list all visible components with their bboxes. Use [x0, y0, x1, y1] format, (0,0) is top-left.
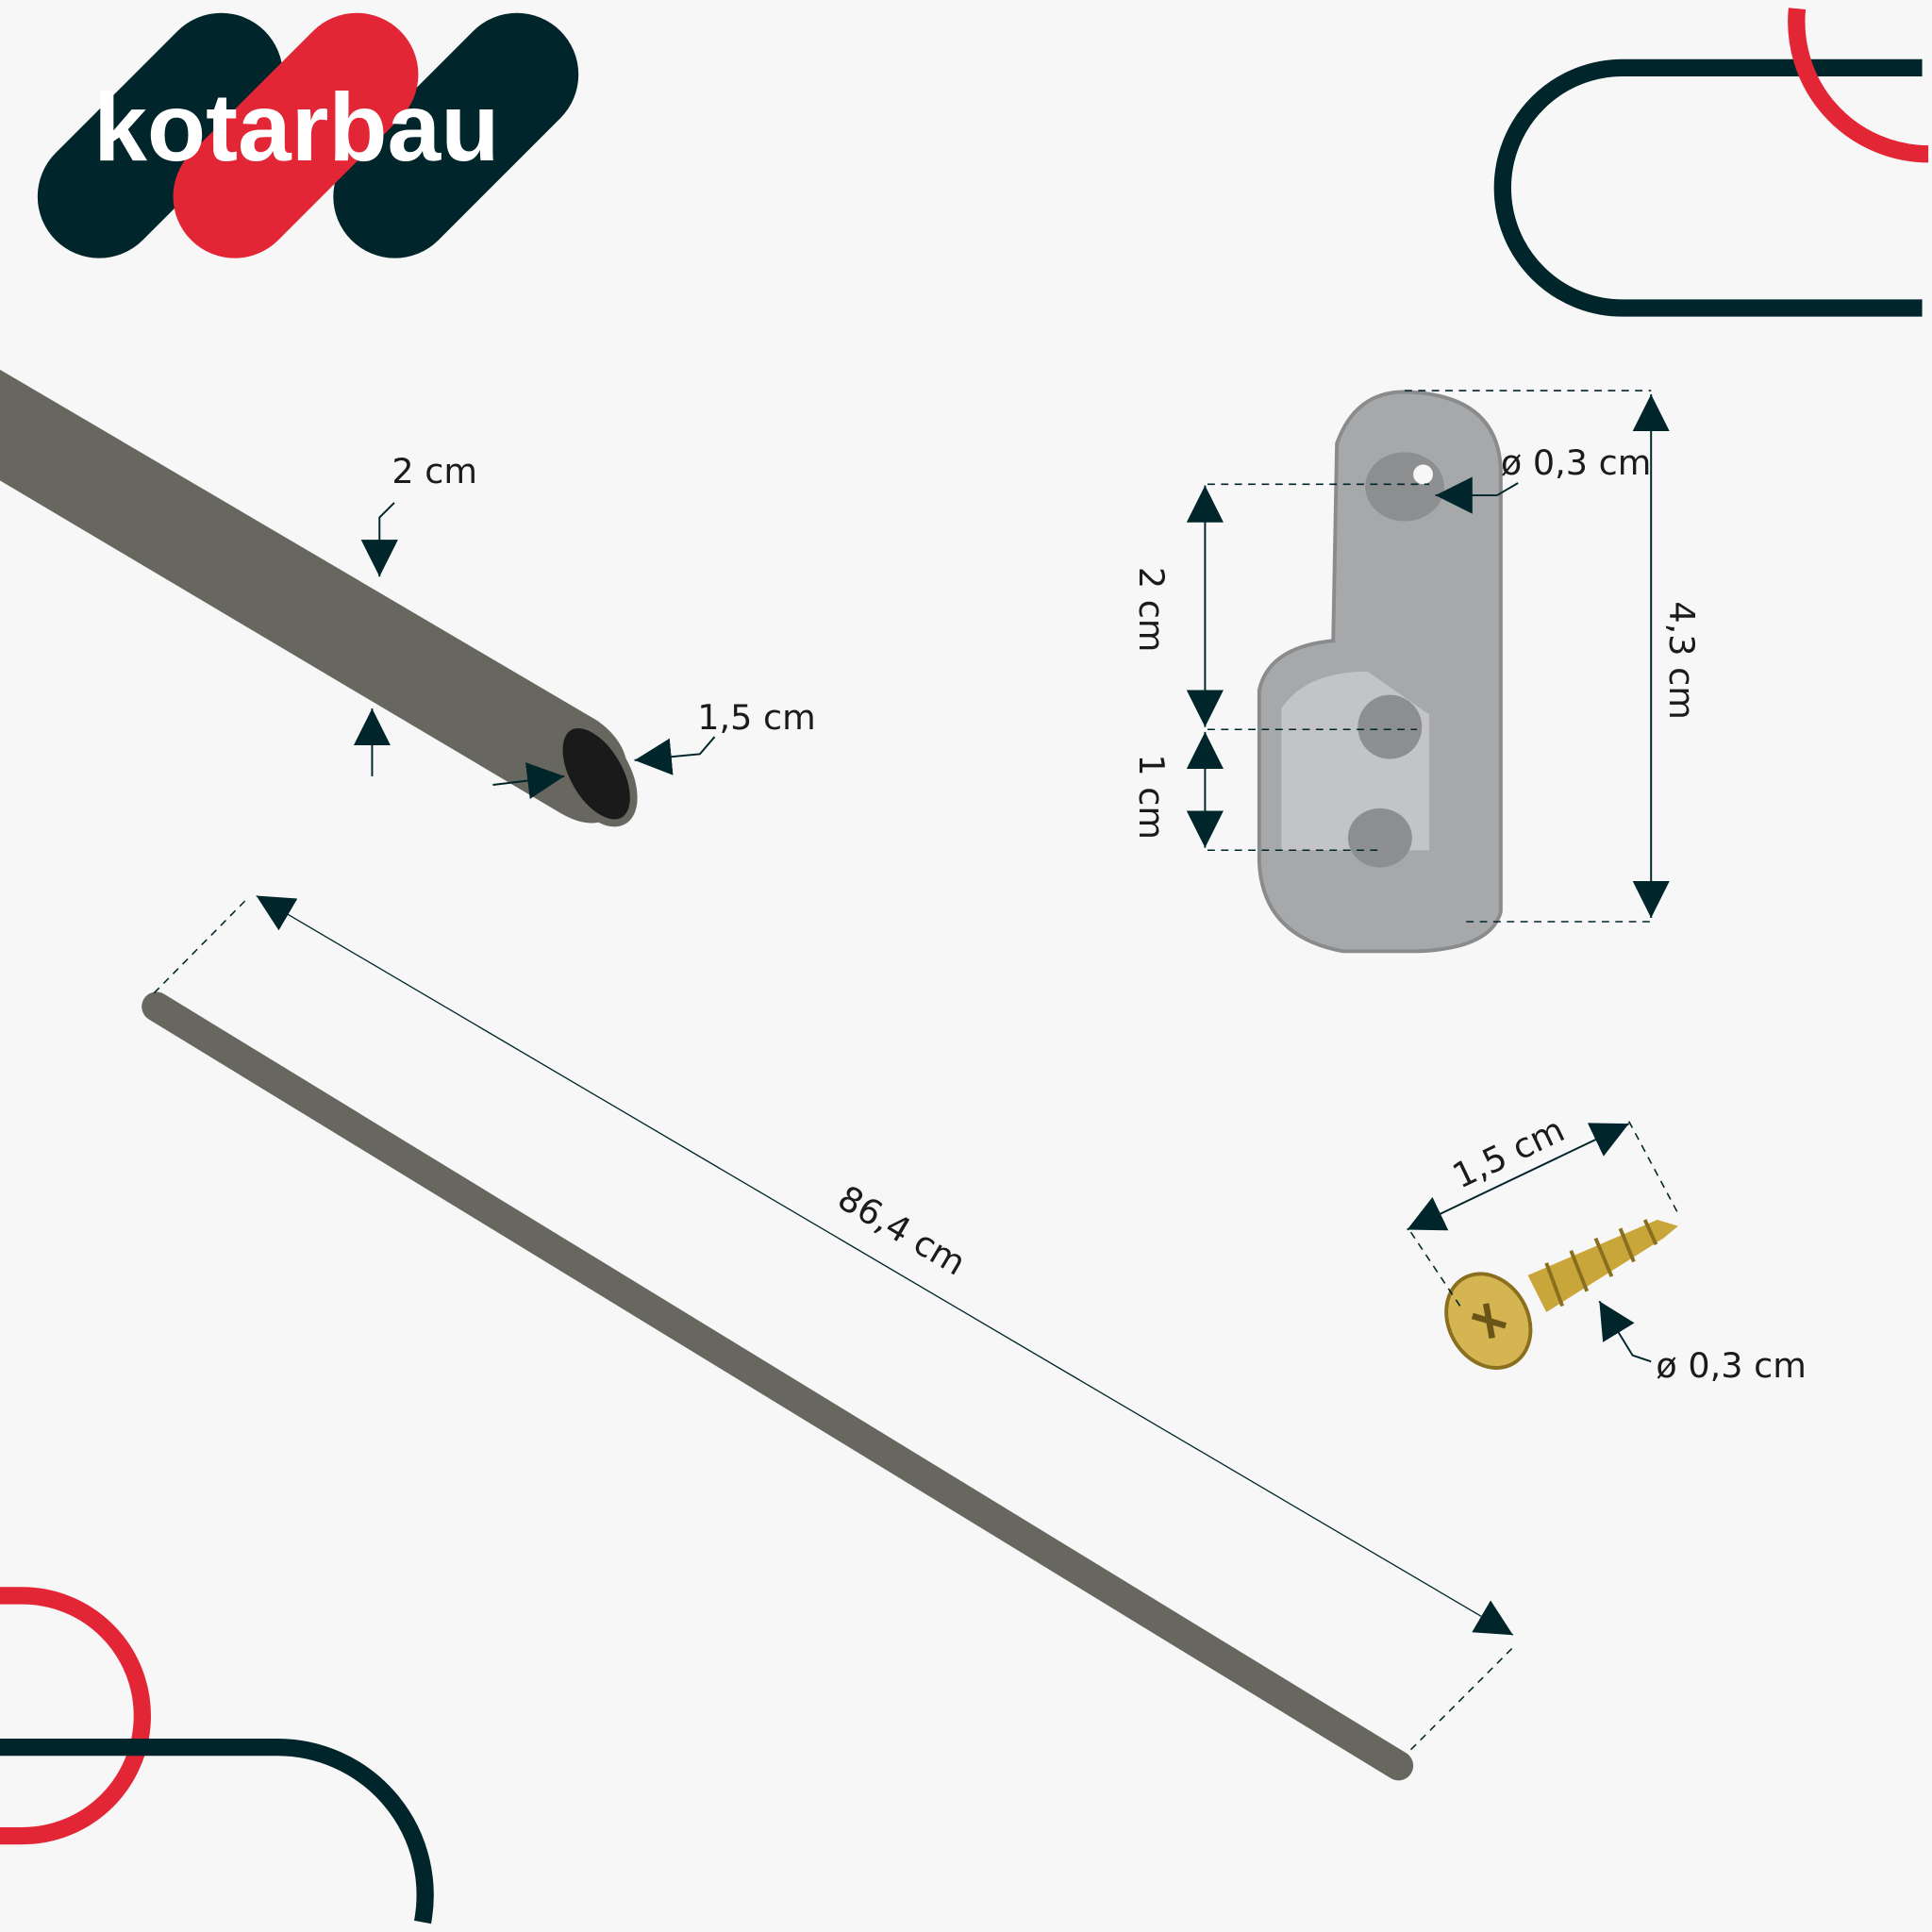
rod-length-label: 86,4 cm: [831, 1177, 973, 1284]
rod-height-label: 2 cm: [391, 451, 477, 491]
bracket-height-label: 4,3 cm: [1661, 601, 1702, 720]
bracket-hole-bottom: [1347, 808, 1412, 868]
screw-threads: [1544, 1219, 1658, 1307]
decorative-shapes: [0, 8, 1929, 1924]
rod-length-dimension: [256, 894, 1514, 1636]
rod-width-arrow-right: [634, 736, 716, 775]
rod-width-label: 1,5 cm: [697, 697, 816, 738]
logo-pill-center: [173, 12, 419, 258]
bracket-hole-arrow: [1435, 476, 1519, 514]
rod-full-body: [142, 991, 1414, 1781]
rod-guide-right: [1409, 1646, 1514, 1751]
screw-shank: [1527, 1220, 1678, 1313]
bracket-hole-top-recess: [1365, 452, 1444, 522]
deco-pill-dark-bottom: [0, 1738, 434, 1924]
screw-guide-left: [1409, 1231, 1461, 1307]
bracket-hole-middle: [1357, 694, 1423, 759]
screw-length-dimension: [1407, 1123, 1630, 1231]
bracket-hole-top: [1413, 464, 1434, 485]
logo-text: kotarbau: [93, 74, 499, 181]
rod-width-arrow-left: [492, 762, 565, 800]
screw-guide-right: [1628, 1121, 1679, 1214]
bracket: ø 0,3 cm 2 cm 1 cm 4,3 cm: [1131, 390, 1702, 954]
bracket-upper-label: 2 cm: [1131, 567, 1172, 653]
deco-pill-red-top: [1788, 8, 1929, 163]
deco-pill-red-bottom: [0, 1587, 151, 1845]
rod-closeup: 2 cm 1,5 cm: [0, 369, 816, 827]
screw-diameter-arrow: [1598, 1300, 1652, 1363]
logo-pill-right: [333, 12, 579, 258]
rod-closeup-opening: [555, 721, 638, 827]
logo-pill-left: [37, 12, 283, 258]
screw: 1,5 cm ø 0,3 cm: [1407, 1109, 1807, 1386]
rod-height-arrow-top: [360, 502, 398, 577]
bracket-lower-label: 1 cm: [1131, 754, 1172, 840]
screw-diameter-label: ø 0,3 cm: [1656, 1345, 1806, 1386]
brand-logo: kotarbau: [37, 12, 579, 258]
screw-length-label: 1,5 cm: [1446, 1109, 1571, 1197]
screw-pozidriv-recess: [1471, 1303, 1507, 1340]
rod-full: 86,4 cm: [142, 894, 1514, 1781]
rod-closeup-body: [0, 369, 628, 824]
bracket-hole-label: ø 0,3 cm: [1501, 442, 1651, 483]
rod-guide-left: [153, 896, 250, 994]
deco-pill-dark-top: [1493, 58, 1923, 317]
